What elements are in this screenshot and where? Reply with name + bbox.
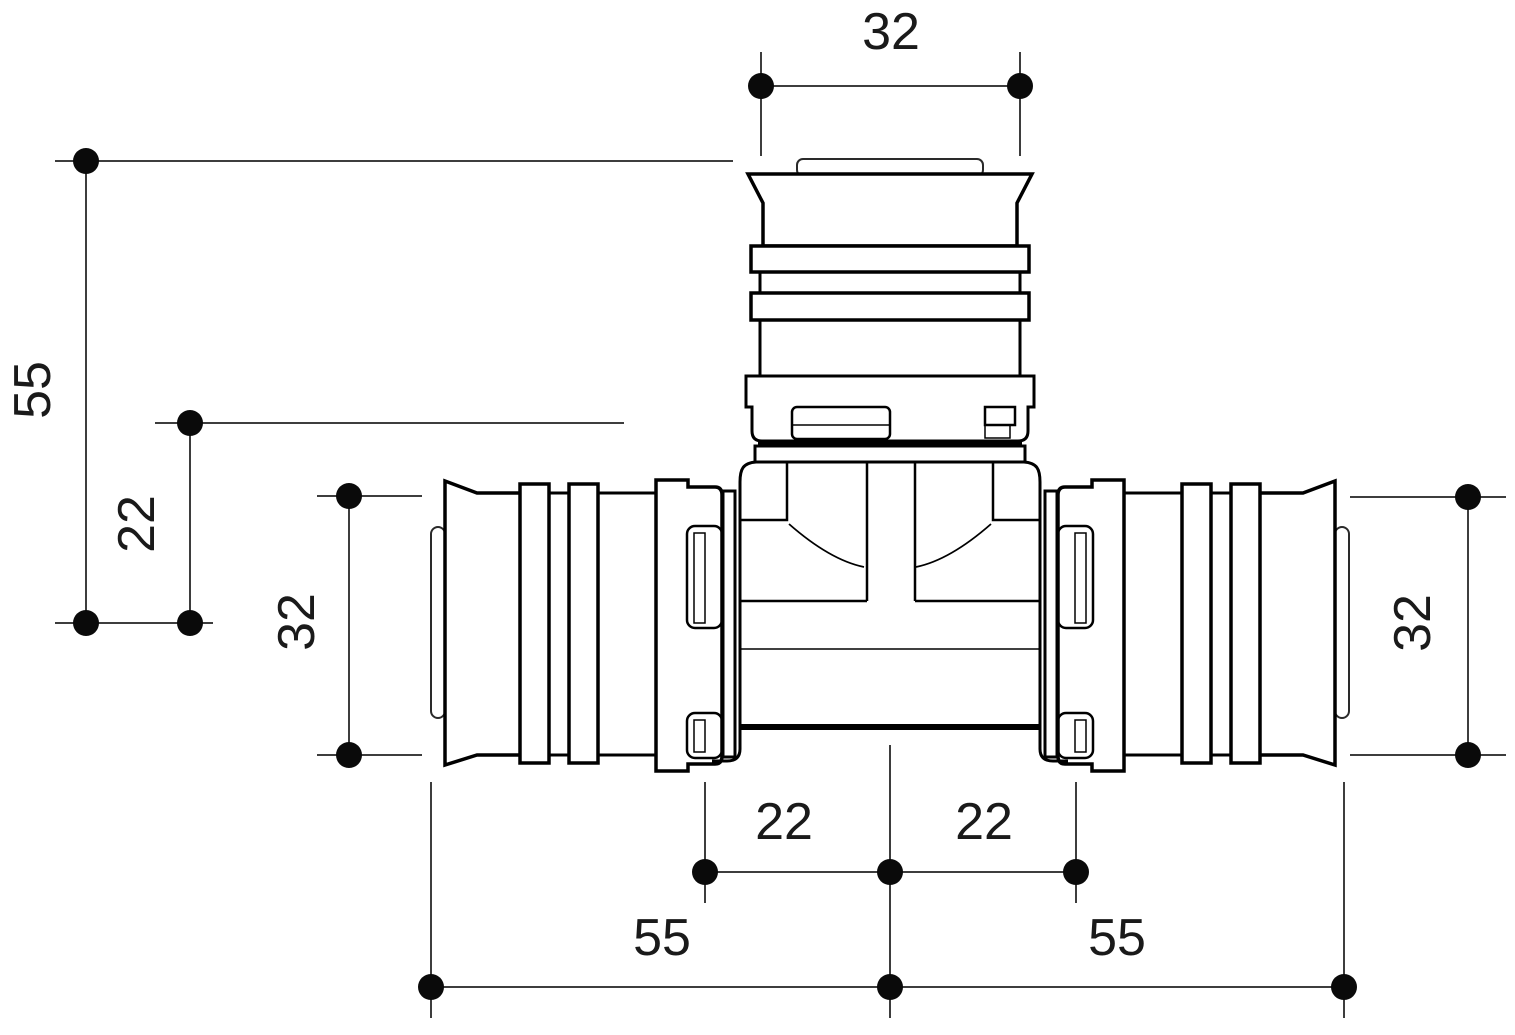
dim-dot <box>73 148 99 174</box>
left-press-ring-inner <box>567 482 600 765</box>
right-indicator-window-inner <box>1074 532 1087 624</box>
right-press-ring-outer <box>1229 482 1262 765</box>
right-pipe-mouth <box>1334 526 1350 719</box>
dim-dot <box>336 483 362 509</box>
left-lower-window-inner <box>693 719 706 753</box>
right-collar-band <box>1043 489 1059 759</box>
dim-extension-line <box>760 52 1021 156</box>
top-branch <box>744 158 1036 446</box>
dim-dot <box>1063 859 1089 885</box>
left-sleeve-surface-end <box>598 491 656 757</box>
dim-dot <box>177 410 203 436</box>
dim-left-offset <box>155 410 624 636</box>
right-sleeve-surface-end <box>1124 491 1182 757</box>
center-body <box>712 444 1068 763</box>
left-press-ring-outer <box>518 482 551 765</box>
top-sleeve-neck-upper <box>758 272 1022 293</box>
dim-label-left-od: 32 <box>268 593 326 651</box>
dim-dot <box>73 610 99 636</box>
top-press-ring-lower <box>749 291 1031 322</box>
right-press-ring-inner <box>1180 482 1213 765</box>
body-right-foot <box>1038 727 1068 763</box>
right-indicator-window <box>1056 524 1095 630</box>
left-pipe-mouth <box>430 526 446 719</box>
dim-bottom-offsets <box>692 745 1089 1018</box>
right-branch <box>1043 478 1350 773</box>
left-sleeve-flare <box>443 478 524 768</box>
dim-top-width <box>748 52 1033 156</box>
dim-dot <box>1007 73 1033 99</box>
dim-bottom-lengths <box>418 782 1357 1018</box>
dim-dot <box>1331 974 1357 1000</box>
dim-label-bottom-right-length: 55 <box>1088 909 1146 967</box>
dim-dot <box>692 859 718 885</box>
dim-left-total-height <box>55 148 733 636</box>
dim-dot <box>877 859 903 885</box>
dim-label-left-total-height: 55 <box>4 361 62 419</box>
dim-right-od <box>1350 484 1506 768</box>
dim-label-top-width: 32 <box>862 3 920 61</box>
top-right-window-inner <box>984 424 1011 439</box>
dim-left-od <box>317 483 422 768</box>
dim-label-right-od: 32 <box>1384 594 1442 652</box>
body-bore-channel <box>865 462 917 601</box>
right-sleeve-flare <box>1256 478 1337 768</box>
body-silhouette <box>738 460 1042 728</box>
left-branch <box>430 478 737 773</box>
left-lower-window <box>685 711 724 760</box>
body-left-notch <box>740 462 789 522</box>
top-indicator-window <box>790 405 892 441</box>
body-right-notch <box>991 462 1040 522</box>
dim-extension-line <box>317 495 422 756</box>
left-indicator-window-inner <box>693 532 706 624</box>
right-lower-window-inner <box>1074 719 1087 753</box>
dim-dot <box>1455 742 1481 768</box>
dim-label-bottom-right-offset: 22 <box>955 793 1013 851</box>
body-right-fillet-arc <box>915 523 992 568</box>
dim-dot <box>177 610 203 636</box>
dim-label-left-offset: 22 <box>108 495 166 553</box>
body-left-foot <box>712 727 742 763</box>
top-sleeve-neck-lower <box>758 320 1022 376</box>
dimension-lines <box>55 52 1506 1018</box>
dim-label-bottom-left-offset: 22 <box>755 793 813 851</box>
top-press-ring-upper <box>749 244 1031 274</box>
dim-dot <box>877 974 903 1000</box>
dim-label-bottom-left-length: 55 <box>633 909 691 967</box>
body-top-plate <box>753 444 1027 464</box>
left-collar-band <box>721 489 737 759</box>
left-indicator-window <box>685 524 724 630</box>
dim-dot <box>1455 484 1481 510</box>
top-sleeve-flare <box>745 172 1035 248</box>
right-lower-window <box>1056 711 1095 760</box>
dim-dot <box>336 742 362 768</box>
dim-dot <box>748 73 774 99</box>
dim-dot <box>418 974 444 1000</box>
body-left-fillet-arc <box>788 523 865 568</box>
